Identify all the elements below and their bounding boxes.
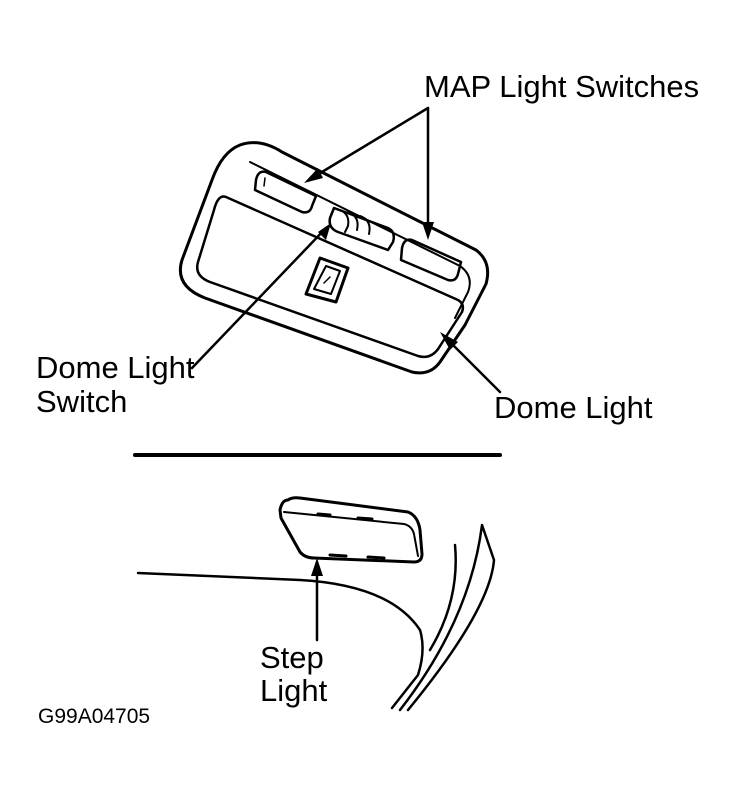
leader-lines	[190, 106, 502, 642]
map-light-switch-left	[253, 170, 318, 214]
dome-light-label: Dome Light	[494, 390, 653, 425]
door-trim	[136, 523, 496, 712]
arrowheads	[304, 168, 458, 576]
map-light-switch-right	[399, 238, 463, 282]
step-light-label-line1: Step	[260, 640, 324, 675]
dome-light-switch	[328, 206, 396, 252]
dome-light-housing	[178, 141, 490, 375]
map-light-switches-label: MAP Light Switches	[424, 69, 700, 104]
step-light	[278, 496, 424, 564]
lens-center-switch	[304, 256, 350, 304]
dome-light-switch-label-line2: Switch	[36, 384, 128, 419]
step-light-label-line2: Light	[260, 673, 328, 708]
dome-light-switch-label-line1: Dome Light	[36, 350, 195, 385]
figure-code: G99A04705	[38, 705, 151, 728]
